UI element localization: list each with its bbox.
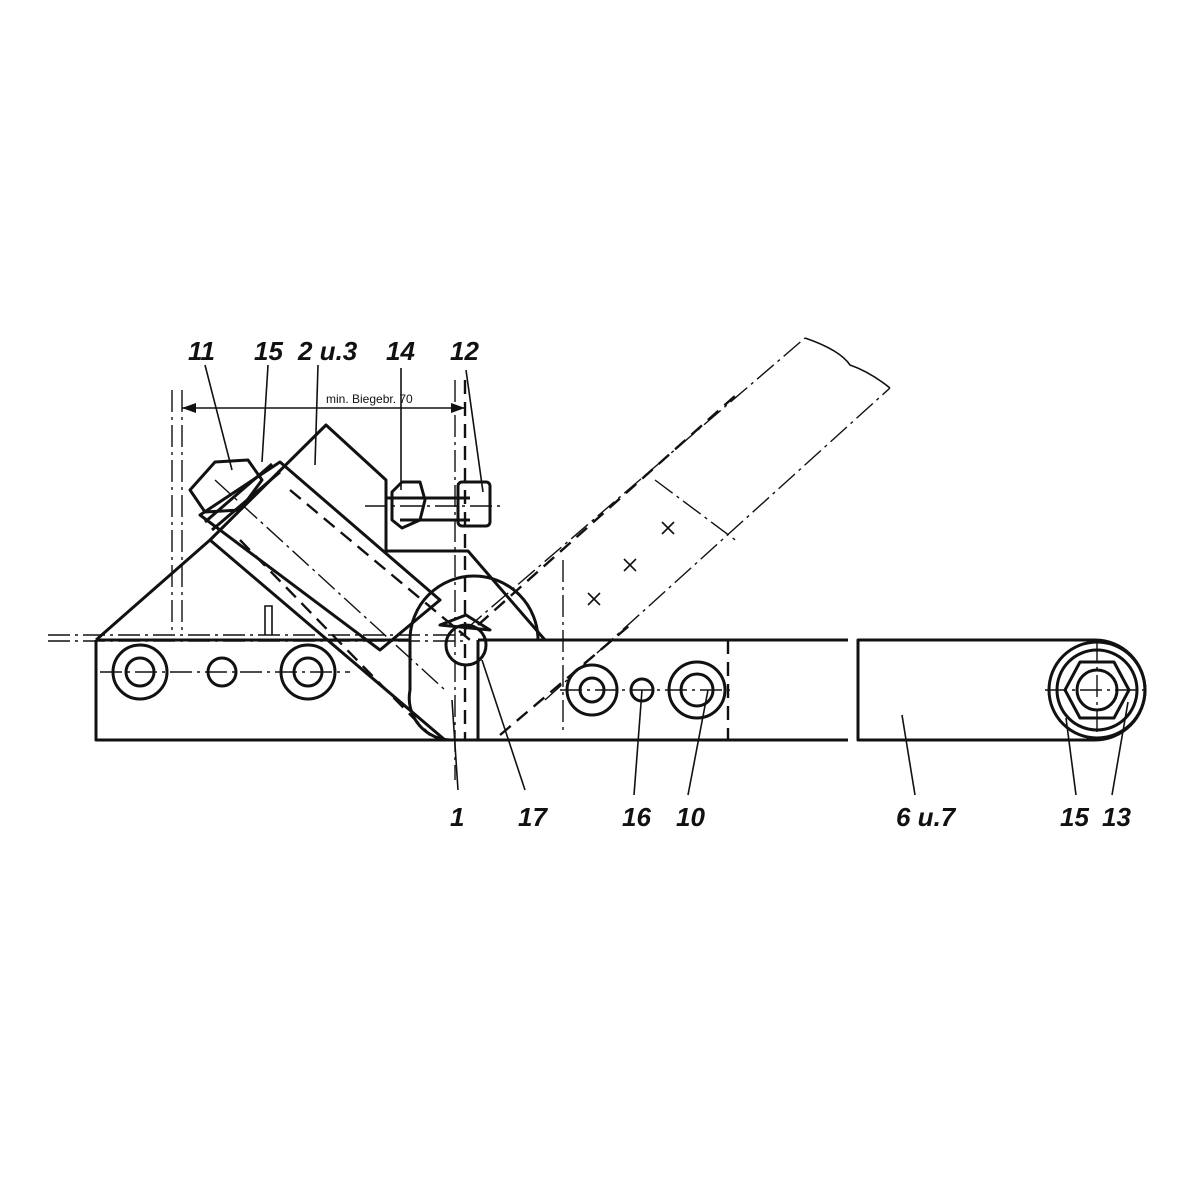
bending-roller bbox=[407, 380, 540, 780]
callout-11: 11 bbox=[188, 336, 215, 366]
callout-12: 12 bbox=[450, 336, 479, 366]
dimension-text: min. Biegebr. 70 bbox=[326, 392, 413, 406]
callout-16: 16 bbox=[622, 802, 651, 832]
callout-13: 13 bbox=[1102, 802, 1131, 832]
callout-15-bottom: 15 bbox=[1060, 802, 1089, 832]
stop-screw bbox=[365, 480, 505, 530]
base-holes bbox=[100, 643, 735, 720]
bending-bracket bbox=[95, 423, 547, 742]
callout-15-top: 15 bbox=[254, 336, 283, 366]
callout-10: 10 bbox=[676, 802, 705, 832]
callout-2u3: 2 u.3 bbox=[297, 336, 358, 366]
callout-17: 17 bbox=[518, 802, 548, 832]
cross-marks bbox=[587, 521, 675, 606]
width-dimension: min. Biegebr. 70 bbox=[182, 392, 465, 413]
pivot-nut bbox=[1045, 640, 1150, 740]
callout-14: 14 bbox=[386, 336, 415, 366]
callout-1: 1 bbox=[450, 802, 464, 832]
workpiece-bar bbox=[48, 337, 891, 736]
callout-6u7: 6 u.7 bbox=[896, 802, 957, 832]
leader-lines bbox=[204, 364, 1129, 796]
base-plate-left bbox=[94, 638, 480, 742]
callouts: 11 15 2 u.3 14 12 1 17 16 10 6 u.7 15 13 bbox=[188, 336, 1131, 832]
